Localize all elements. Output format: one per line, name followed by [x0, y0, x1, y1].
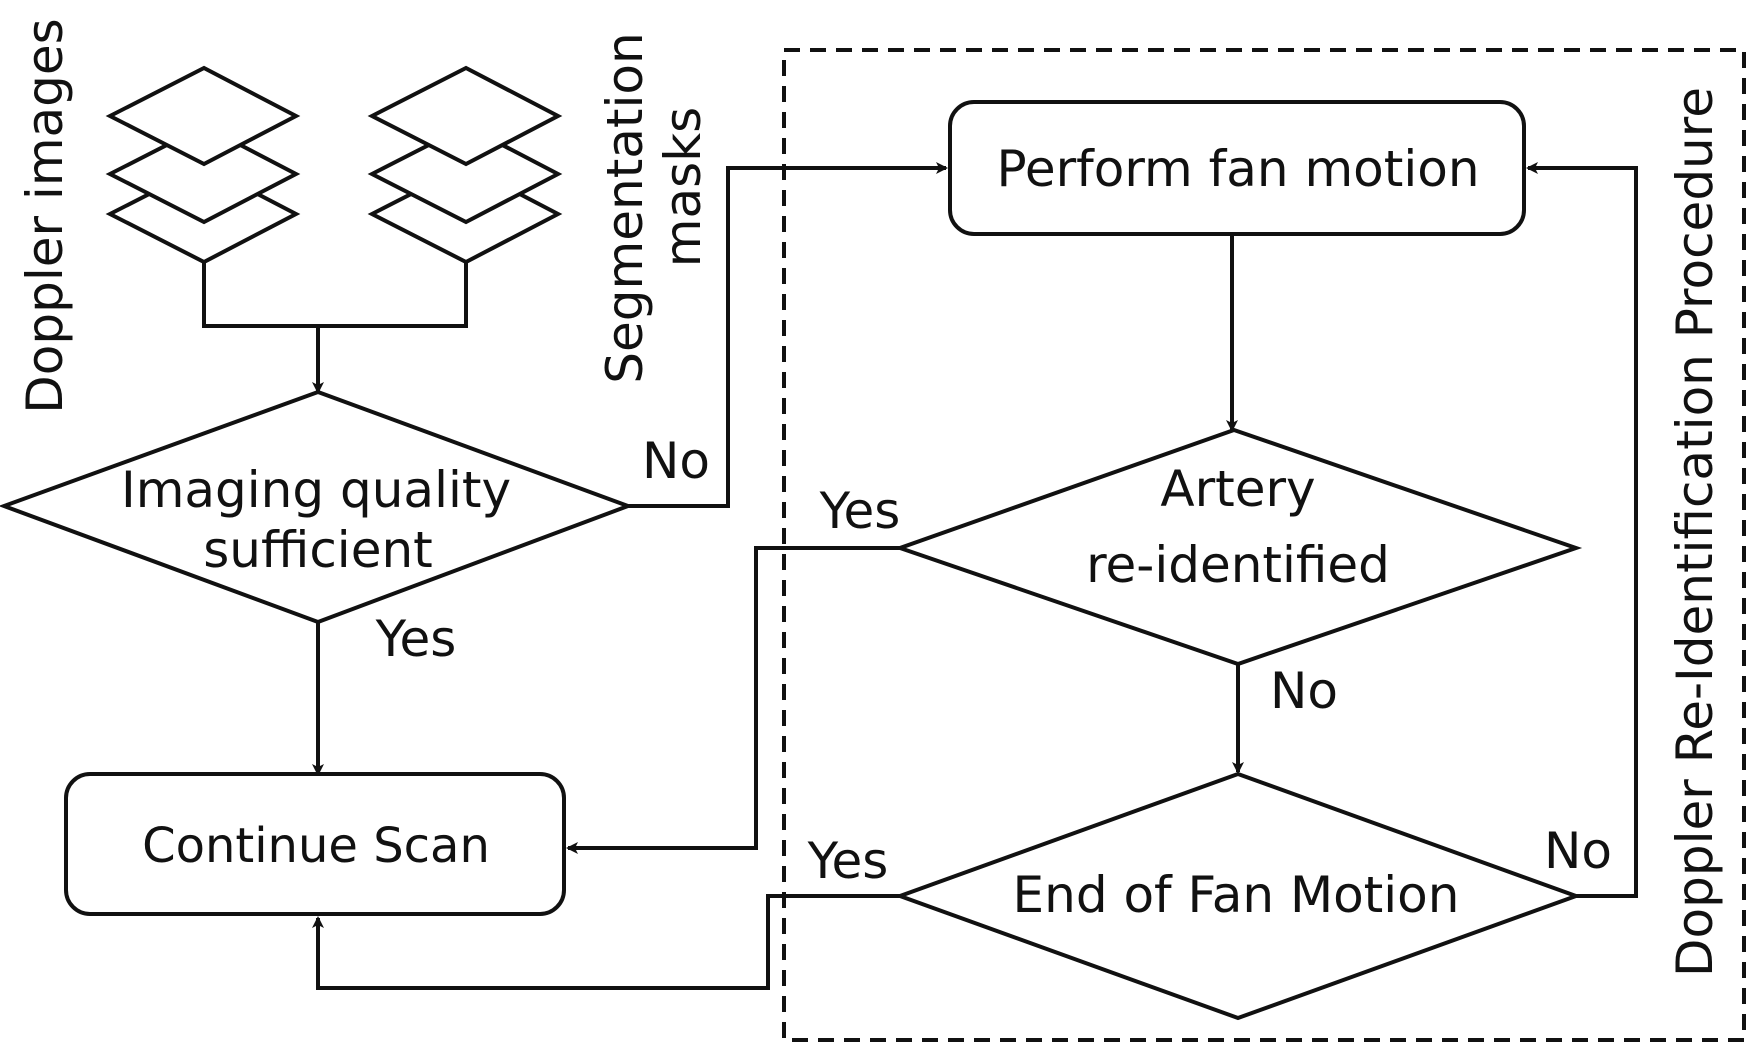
end-no-label: No — [1544, 822, 1612, 880]
end-of-fan-motion-decision — [894, 771, 1582, 1021]
artery-reidentified-label-line1: Artery — [1160, 460, 1315, 518]
continue-scan-label: Continue Scan — [142, 818, 490, 874]
end-yes-edge — [312, 894, 900, 990]
end-no-edge — [1526, 162, 1638, 898]
quality-no-label: No — [642, 432, 710, 490]
end-yes-label: Yes — [807, 832, 889, 890]
quality-no-edge — [628, 162, 948, 508]
segmentation-masks-label-line1: Segmentation — [596, 32, 654, 383]
imaging-quality-label-line1: Imaging quality — [121, 461, 511, 519]
stacks-merge-connector — [202, 262, 468, 328]
segmentation-masks-label-line2: masks — [654, 107, 712, 267]
continue-scan-node — [64, 772, 566, 916]
artery-no-label: No — [1270, 662, 1338, 720]
perform-fan-motion-node — [948, 100, 1526, 236]
artery-yes-label: Yes — [819, 482, 901, 540]
doppler-images-label: Doppler images — [16, 18, 74, 413]
artery-reidentified-label-line2: re-identified — [1086, 536, 1390, 594]
procedure-boundary — [782, 48, 1746, 1042]
quality-yes-label: Yes — [375, 610, 457, 668]
perform-fan-motion-label: Perform fan motion — [996, 140, 1479, 198]
artery-yes-edge — [566, 546, 900, 854]
end-of-fan-motion-label: End of Fan Motion — [1013, 866, 1460, 924]
procedure-title-label: Doppler Re-Identification Procedure — [1666, 87, 1724, 977]
imaging-quality-label-line2: sufficient — [203, 521, 433, 579]
doppler-image-stack-icon — [105, 65, 301, 265]
segmentation-mask-stack-icon — [367, 65, 563, 265]
